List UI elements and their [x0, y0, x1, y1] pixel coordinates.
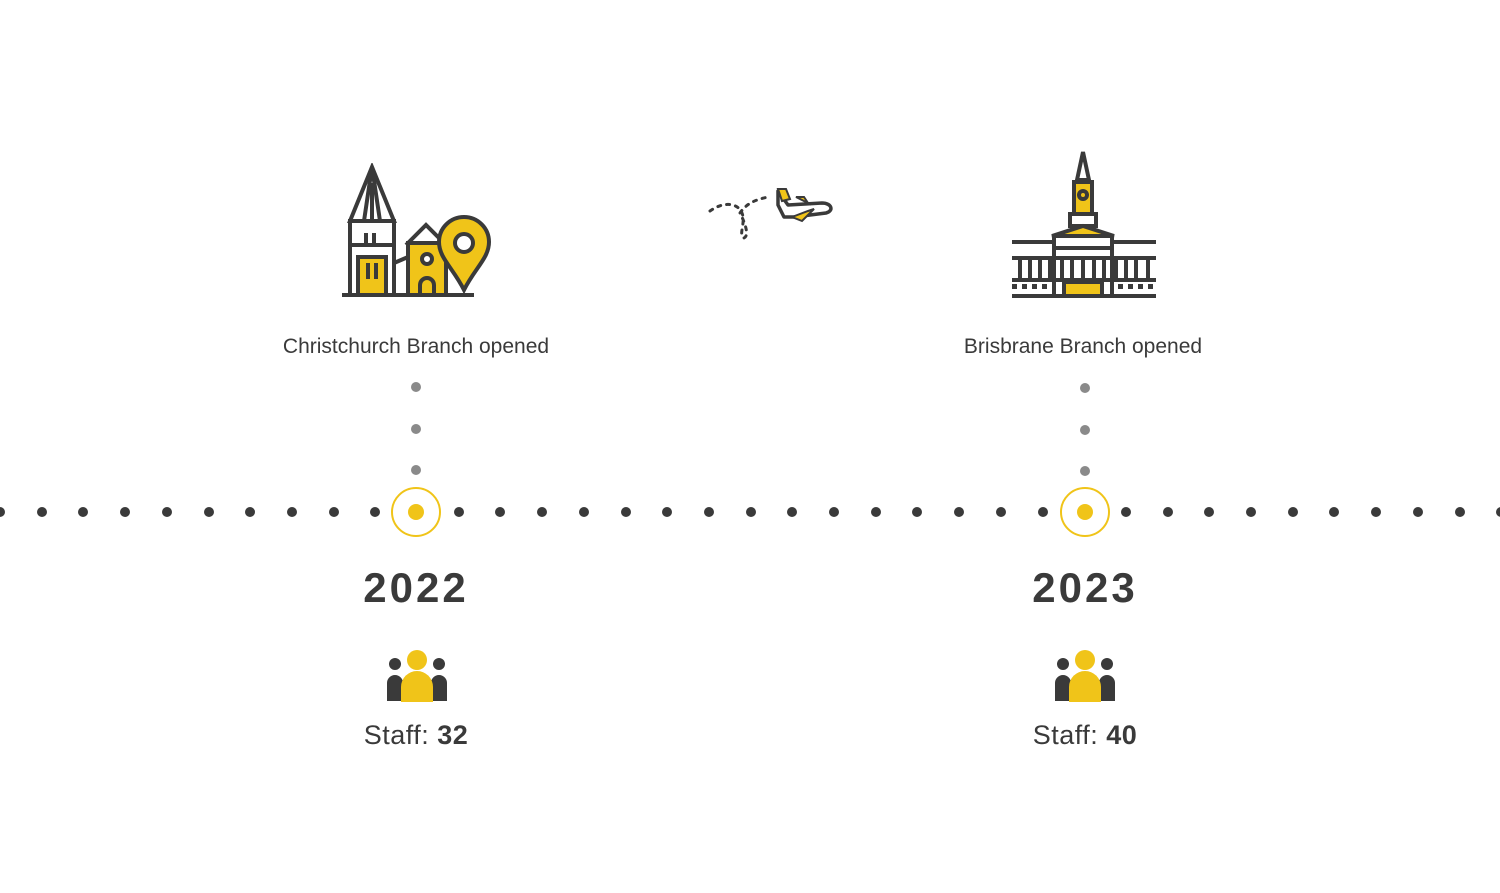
timeline-dot	[870, 507, 881, 517]
connector-dot	[1080, 383, 1090, 393]
milestone-year: 2023	[1032, 564, 1138, 611]
timeline-dot	[829, 507, 839, 517]
milestone-marker[interactable]	[1060, 487, 1110, 537]
timeline-dot	[578, 507, 589, 517]
timeline-dot	[328, 507, 339, 517]
staff-count: Staff: 32	[363, 720, 469, 750]
timeline-dot	[954, 507, 965, 517]
timeline-dot	[286, 507, 297, 517]
timeline-dot	[78, 507, 89, 517]
milestone-marker[interactable]	[391, 487, 441, 537]
timeline-dot	[1329, 507, 1340, 517]
staff-group-icon	[387, 650, 447, 702]
timeline-dot	[1204, 507, 1215, 517]
timeline-dot	[495, 507, 506, 517]
timeline-dot	[120, 507, 131, 517]
milestone-label: Brisbrane Branch opened	[963, 335, 1203, 358]
staff-group-icon	[1055, 650, 1115, 702]
timeline-dot	[1037, 507, 1048, 517]
timeline-dot	[1162, 507, 1173, 517]
timeline-dot	[1412, 507, 1423, 517]
timeline-dot	[453, 507, 464, 517]
airplane-icon	[708, 188, 833, 240]
timeline-dot	[1120, 507, 1131, 517]
timeline-dot	[370, 507, 381, 517]
timeline-dot	[745, 507, 756, 517]
timeline-dot	[1287, 507, 1298, 517]
timeline-dot	[203, 507, 214, 517]
timeline-dot	[1371, 507, 1382, 517]
timeline-dot	[662, 507, 673, 517]
milestone-year: 2022	[363, 564, 469, 611]
connector-dot	[411, 382, 421, 392]
connector-dot	[1080, 466, 1090, 476]
timeline-dot	[1496, 507, 1500, 517]
milestone-label: Christchurch Branch opened	[282, 335, 550, 358]
timeline-dot	[995, 507, 1006, 517]
brisbane-city-hall-icon	[1012, 151, 1156, 298]
connector-dot	[411, 465, 421, 475]
timeline-dot	[620, 507, 631, 517]
timeline-dot	[245, 507, 256, 517]
staff-count: Staff: 40	[1032, 720, 1138, 750]
timeline-dot	[537, 507, 548, 517]
timeline-dot	[0, 507, 5, 517]
connector-dot	[1080, 425, 1090, 435]
timeline-dot	[1454, 507, 1465, 517]
timeline-dot	[1246, 507, 1256, 517]
timeline-dot	[787, 507, 798, 517]
timeline-dot	[703, 507, 714, 517]
timeline-dot	[912, 507, 923, 517]
timeline-dot	[161, 507, 172, 517]
connector-dot	[411, 424, 421, 434]
timeline-dot	[36, 507, 47, 517]
christchurch-landmark-icon	[342, 163, 492, 297]
